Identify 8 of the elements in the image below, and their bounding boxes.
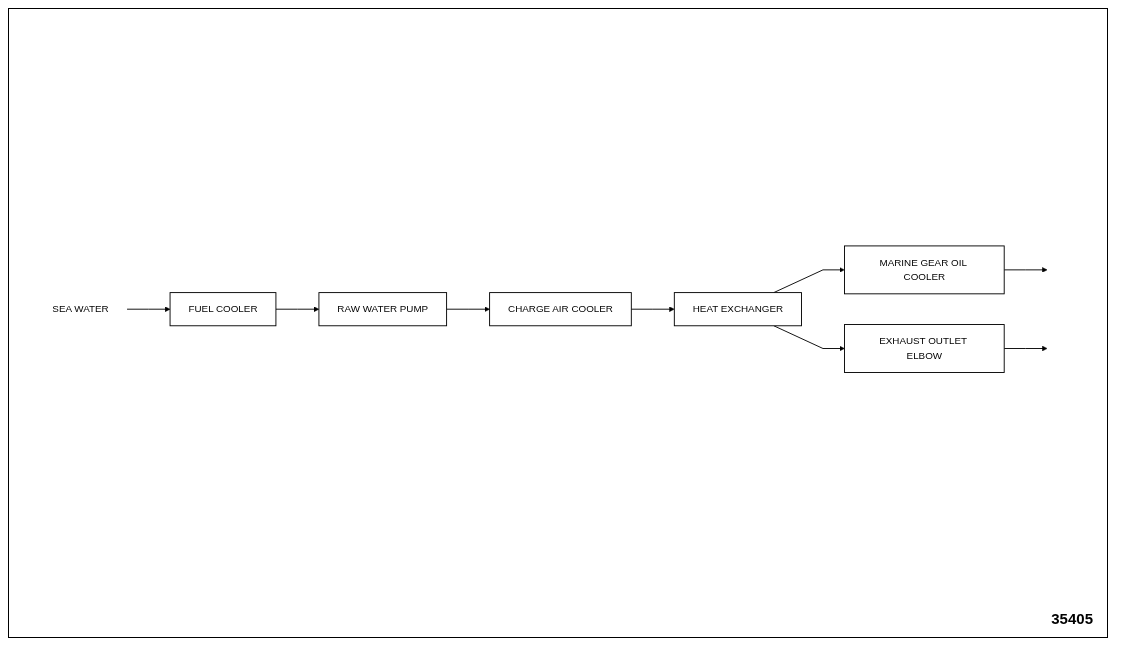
figure-number: 35405 bbox=[1051, 610, 1093, 627]
node-text: SEA WATER bbox=[52, 303, 109, 314]
node-box: FUEL COOLER bbox=[169, 291, 277, 327]
node-box: EXHAUST OUTLET ELBOW bbox=[844, 323, 1005, 373]
node-box: CHARGE AIR COOLER bbox=[489, 291, 632, 327]
node-box: HEAT EXCHANGER bbox=[673, 291, 802, 327]
node-box: MARINE GEAR OIL COOLER bbox=[844, 245, 1005, 295]
node-box: RAW WATER PUMP bbox=[318, 291, 448, 327]
